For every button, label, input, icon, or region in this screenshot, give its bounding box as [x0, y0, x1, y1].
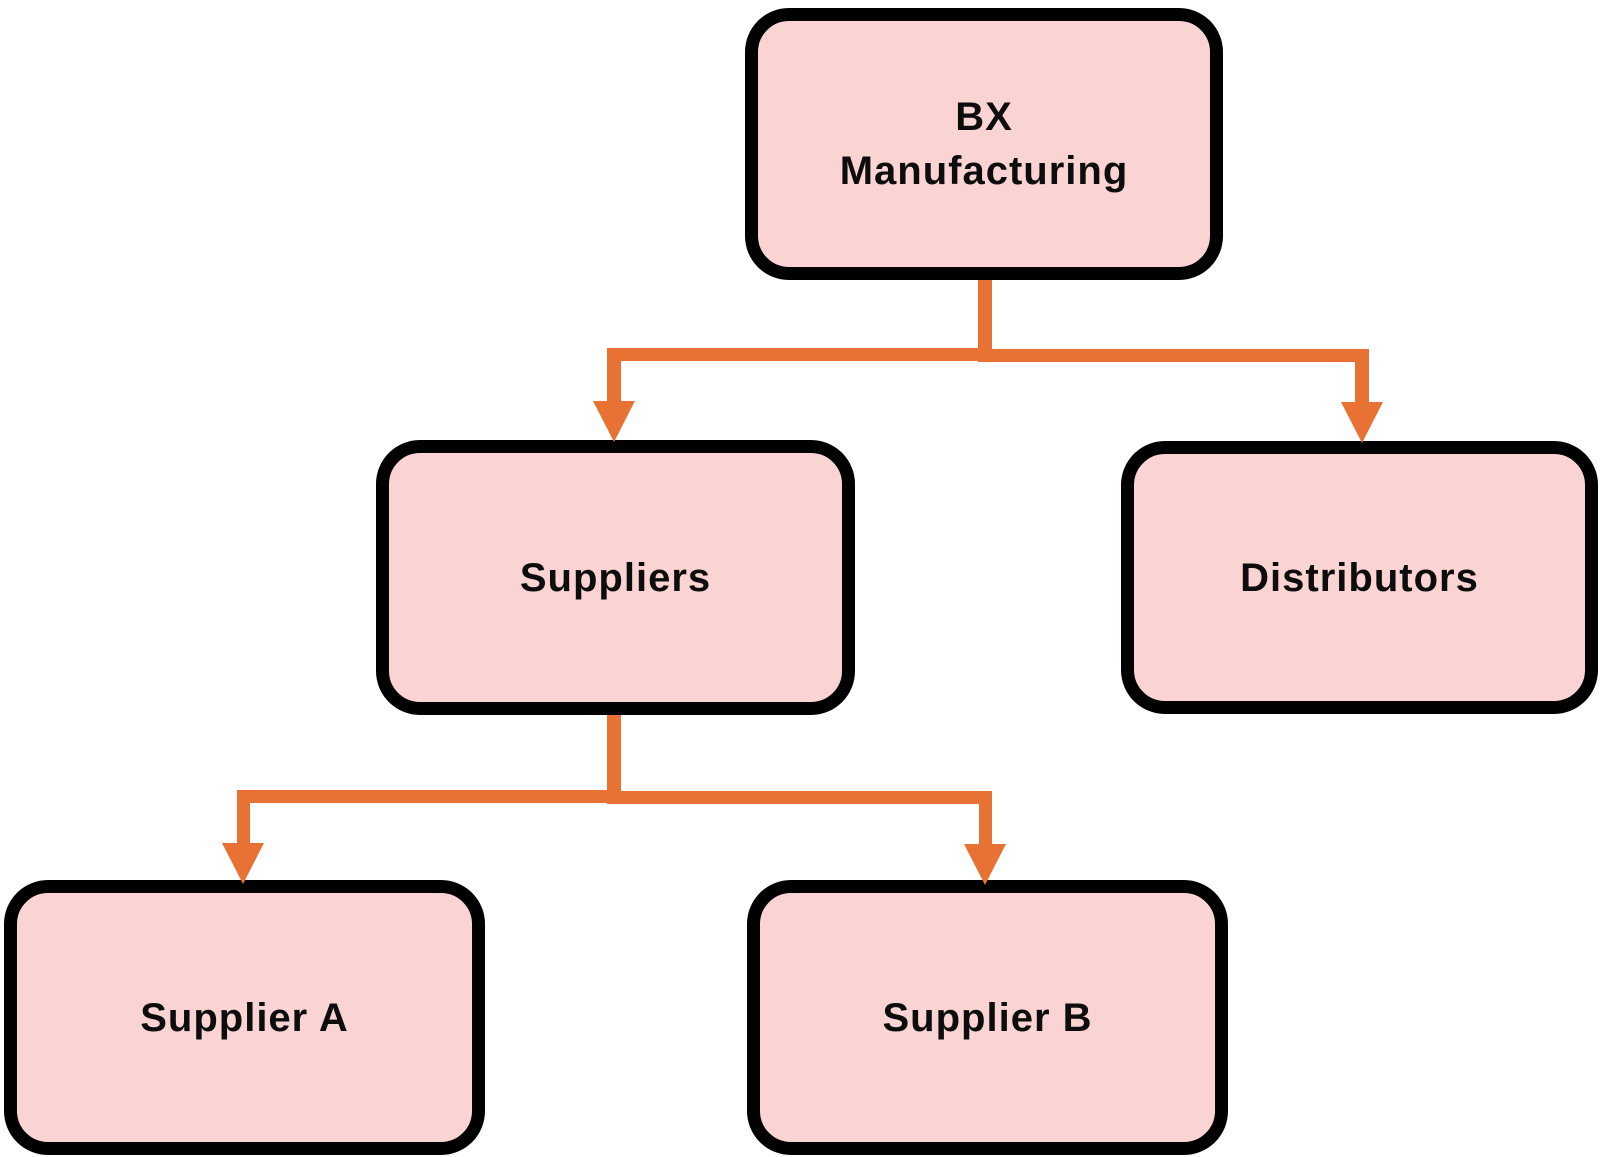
connector-suppliers-right-bar — [607, 791, 992, 804]
connector-root-stem — [978, 268, 992, 362]
arrowhead-to-suppliers-icon — [593, 401, 635, 442]
arrowhead-to-supplier-a-icon — [222, 843, 264, 884]
node-supplier-b[interactable]: Supplier B — [747, 880, 1228, 1155]
node-supplier-a[interactable]: Supplier A — [4, 880, 485, 1155]
node-label: BX Manufacturing — [839, 95, 1129, 193]
connector-to-supplier-a-drop — [237, 790, 250, 846]
connector-to-suppliers-drop — [607, 348, 621, 404]
arrowhead-to-distributors-icon — [1341, 402, 1383, 443]
node-label: Suppliers — [519, 555, 712, 600]
connector-suppliers-left-bar — [237, 790, 621, 803]
connector-root-left-bar — [607, 348, 992, 361]
node-suppliers[interactable]: Suppliers — [376, 440, 855, 715]
connector-root-right-bar — [978, 349, 1369, 362]
node-label: Supplier A — [140, 995, 349, 1040]
node-label: Supplier B — [882, 995, 1093, 1040]
node-label: Distributors — [1240, 555, 1479, 600]
connector-to-distributors-drop — [1355, 349, 1369, 405]
arrowhead-to-supplier-b-icon — [964, 844, 1006, 885]
node-bx-manufacturing[interactable]: BX Manufacturing — [745, 8, 1223, 280]
connector-suppliers-stem — [607, 706, 621, 803]
connector-to-supplier-b-drop — [979, 791, 992, 847]
node-distributors[interactable]: Distributors — [1121, 441, 1598, 714]
